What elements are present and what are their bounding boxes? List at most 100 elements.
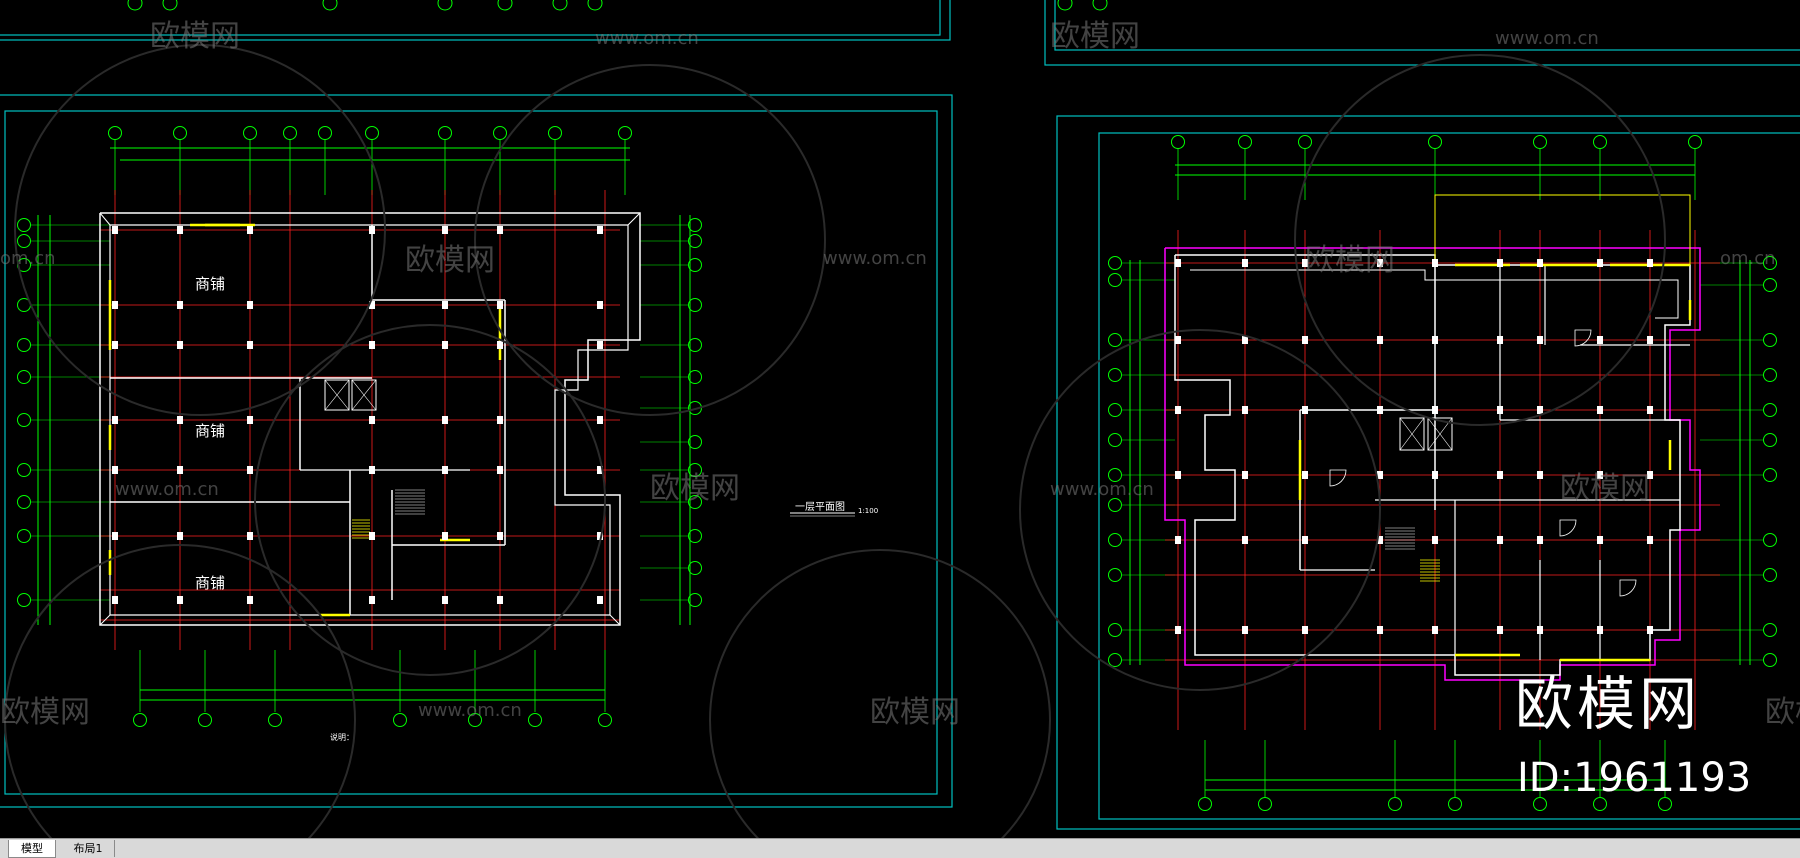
column	[597, 466, 603, 474]
column	[177, 416, 183, 424]
axis-bubble-top	[365, 126, 379, 140]
column	[497, 416, 503, 424]
room-label-shop-2: 商铺	[195, 422, 225, 440]
column	[1647, 406, 1653, 414]
axis-bubble-right	[1763, 368, 1777, 382]
axis-bubble-bottom	[1388, 797, 1402, 811]
roof-outline	[1164, 247, 1701, 681]
left-plan-labels: 商铺 商铺 商铺 一层平面图 1:100 说明：	[195, 275, 878, 742]
axis-bubble-left	[17, 370, 31, 384]
column	[1175, 259, 1181, 267]
column	[1597, 536, 1603, 544]
axis-bubble-right	[1763, 278, 1777, 292]
column	[1647, 536, 1653, 544]
column	[1377, 336, 1383, 344]
axis-bubble-top	[493, 126, 507, 140]
column	[247, 301, 253, 309]
wall-corner	[609, 614, 621, 626]
column	[1302, 336, 1308, 344]
column	[177, 301, 183, 309]
elevator-cross	[1427, 417, 1453, 451]
watermark-brand: 欧模网	[650, 471, 740, 506]
watermark-site: om.cn	[1720, 248, 1776, 269]
elevator-shaft	[351, 379, 377, 411]
column	[442, 466, 448, 474]
column	[1647, 626, 1653, 634]
column	[1497, 626, 1503, 634]
axis-bubble-top	[1171, 135, 1185, 149]
top-axis-bubbles	[127, 0, 1108, 11]
watermark-brand: 欧模网	[150, 19, 240, 54]
watermark-site: www.om.cn	[115, 479, 219, 500]
axis-bubble-bottom	[468, 713, 482, 727]
axis-bubble-left	[1108, 368, 1122, 382]
column	[1537, 626, 1543, 634]
column	[1302, 626, 1308, 634]
column	[1432, 259, 1438, 267]
elevator-shaft	[1399, 417, 1425, 451]
watermark-arcs	[4, 44, 1666, 858]
axis-bubble-top	[243, 126, 257, 140]
drawing-scale: 1:100	[858, 507, 878, 515]
axis-bubble-bottom	[1258, 797, 1272, 811]
column	[1497, 471, 1503, 479]
axis-bubble-left	[17, 338, 31, 352]
axis-bubble-top	[618, 126, 632, 140]
balcony-rail	[1434, 194, 1691, 265]
elevator-shaft	[1427, 417, 1453, 451]
column	[177, 596, 183, 604]
column	[497, 341, 503, 349]
axis-bubble-left	[1108, 468, 1122, 482]
axis-bubble-top	[173, 126, 187, 140]
wall-corner	[99, 614, 111, 626]
axis-bubble-bottom	[393, 713, 407, 727]
axis-bubble-top	[1428, 135, 1442, 149]
axis-bubble-bottom	[268, 713, 282, 727]
column	[1597, 259, 1603, 267]
column	[1242, 406, 1248, 414]
column	[369, 341, 375, 349]
column	[112, 466, 118, 474]
right-floor-plan	[1108, 135, 1777, 811]
axis-bubble-right	[688, 218, 702, 232]
axis-bubble-left	[17, 218, 31, 232]
axis-bubble-right	[1763, 623, 1777, 637]
axis-bubble-bottom	[198, 713, 212, 727]
axis-bubble-left	[1108, 256, 1122, 270]
column	[442, 226, 448, 234]
axis-bubble-right	[688, 593, 702, 607]
watermark-brand: 欧模网	[870, 695, 960, 730]
column	[247, 341, 253, 349]
axis-bubble-left	[1108, 273, 1122, 287]
axis-bubble-right	[688, 435, 702, 449]
door-swing	[1619, 579, 1637, 597]
axis-bubble-top	[1533, 135, 1547, 149]
exterior-wall	[99, 212, 641, 626]
column	[597, 532, 603, 540]
axis-bubble-right	[1763, 653, 1777, 667]
axis-bubble-top	[438, 126, 452, 140]
exterior-wall-inner	[109, 224, 629, 616]
exterior-wall	[1174, 254, 1691, 676]
column	[1597, 336, 1603, 344]
tab-layout1[interactable]: 布局1	[62, 840, 115, 857]
column	[1537, 536, 1543, 544]
tab-model[interactable]: 模型	[8, 840, 56, 858]
column	[1302, 406, 1308, 414]
axis-bubble-left	[1108, 623, 1122, 637]
column	[177, 532, 183, 540]
axis-bubble-left	[1108, 498, 1122, 512]
room-label-shop-3: 商铺	[195, 574, 225, 592]
notes-heading: 说明：	[330, 732, 354, 742]
column	[1242, 259, 1248, 267]
top-sheet-frames	[0, 0, 1800, 66]
column	[112, 341, 118, 349]
axis-bubble-right	[688, 561, 702, 575]
column	[1242, 626, 1248, 634]
watermark-brand: 欧模网	[405, 243, 495, 278]
column	[1597, 406, 1603, 414]
axis-bubble-right	[688, 370, 702, 384]
door-swing	[1559, 519, 1577, 537]
column	[1377, 626, 1383, 634]
